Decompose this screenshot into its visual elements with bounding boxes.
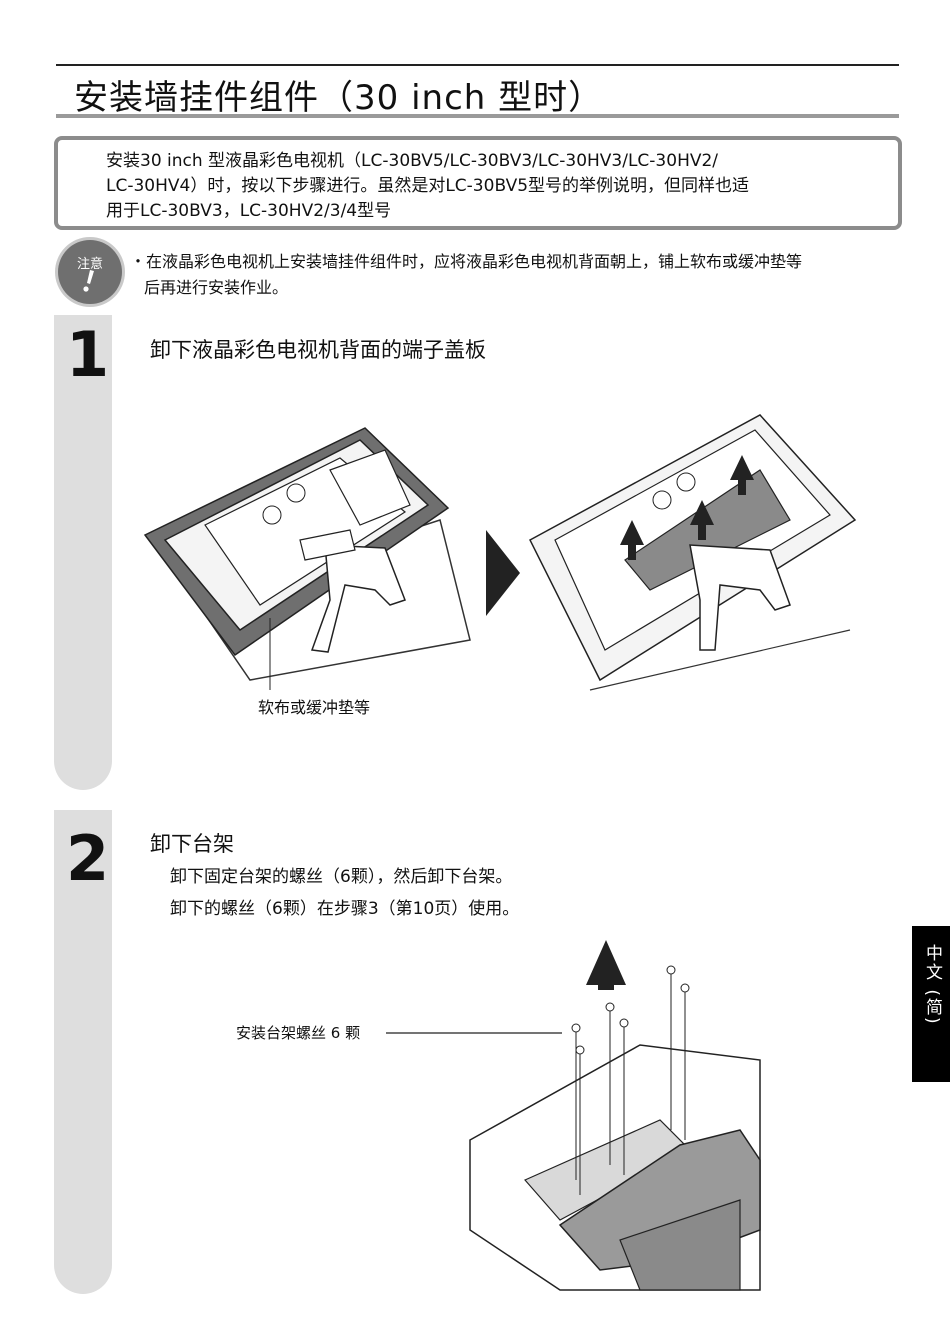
language-tab-label: 中文 (简) bbox=[920, 944, 945, 1026]
screws-callout: 安装台架螺丝 6 颗 bbox=[236, 1022, 360, 1043]
tv-on-cushion-illustration bbox=[145, 428, 470, 690]
cushion-callout: 软布或缓冲垫等 bbox=[258, 694, 370, 718]
stand-removal-illustration bbox=[470, 940, 760, 1290]
language-tab: 中文 (简) bbox=[912, 926, 950, 1082]
next-arrow-icon bbox=[486, 530, 520, 616]
terminal-cover-removal-illustration bbox=[530, 415, 855, 690]
